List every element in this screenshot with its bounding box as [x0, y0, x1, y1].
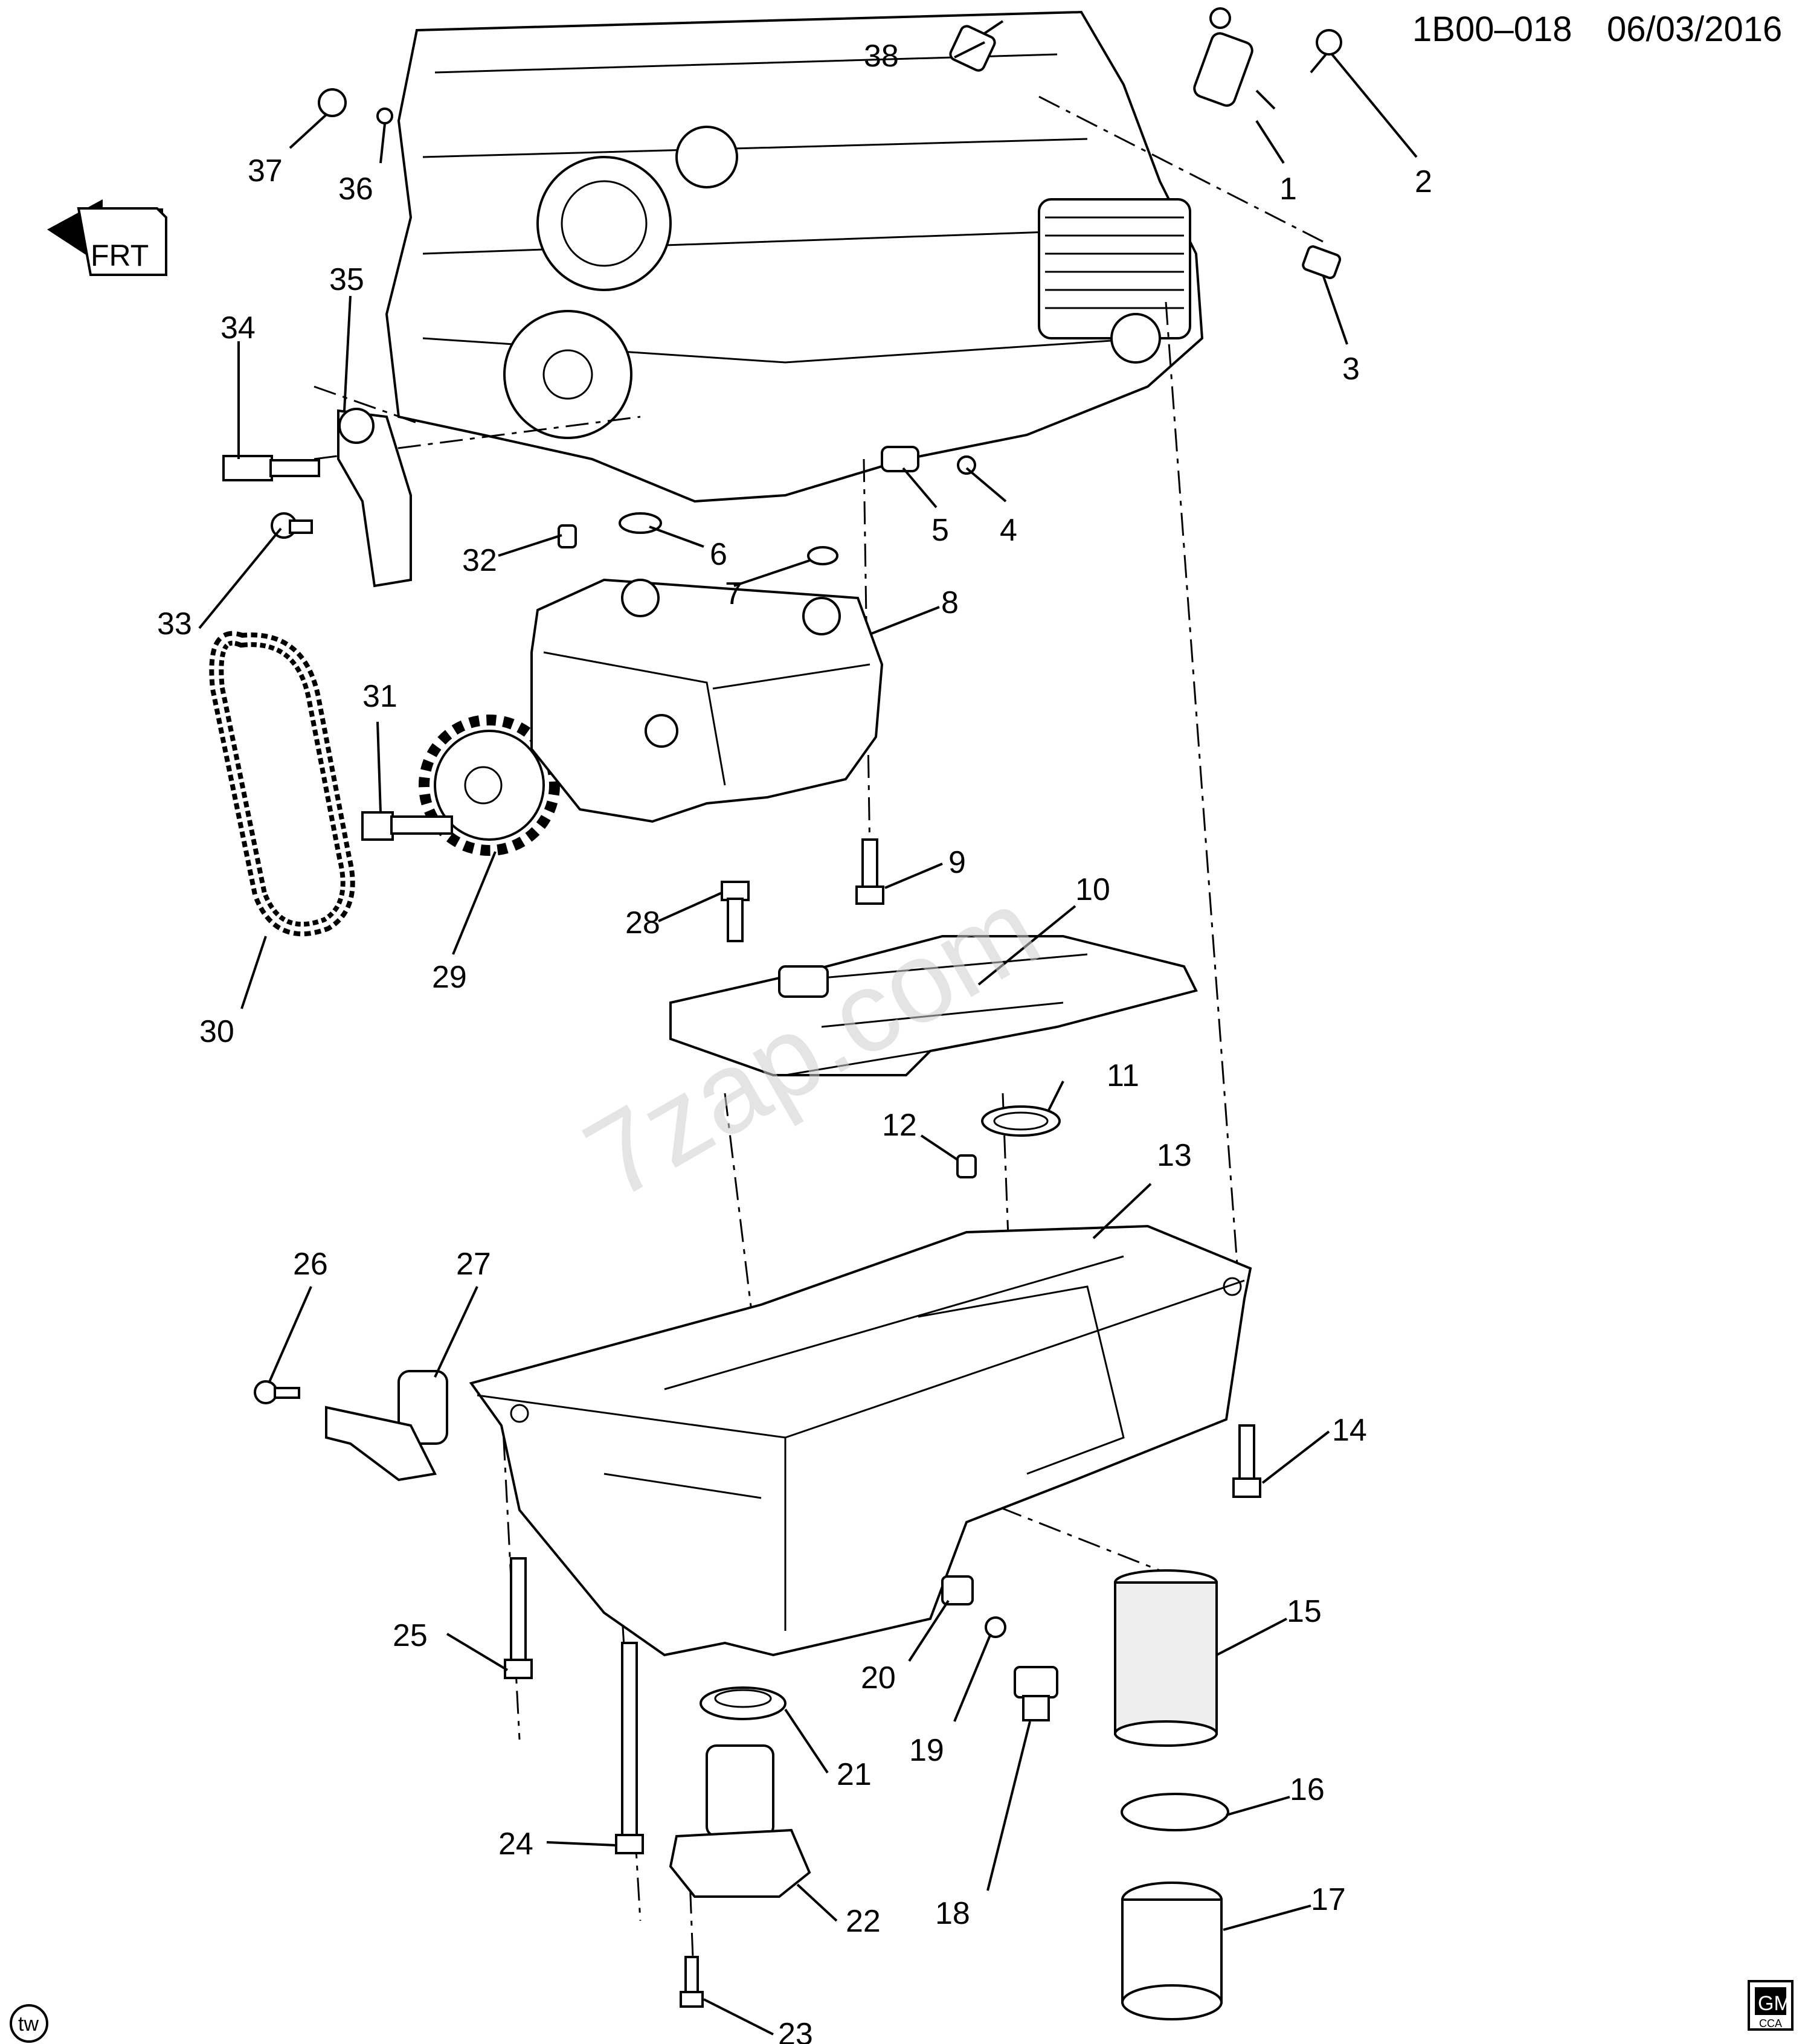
gm-logo-sub: CCA	[1759, 2017, 1782, 2030]
callout-23: 23	[778, 2017, 813, 2044]
callout-7: 7	[725, 576, 742, 611]
callout-8: 8	[941, 585, 959, 620]
part-16-o-ring	[1121, 1793, 1229, 1831]
callout-35: 35	[329, 262, 364, 297]
callout-34: 34	[220, 310, 256, 345]
callout-9: 9	[948, 845, 966, 880]
part-12-dowel	[956, 1154, 977, 1178]
callout-17: 17	[1311, 1882, 1346, 1917]
callout-18: 18	[935, 1896, 970, 1931]
callout-32: 32	[462, 543, 497, 578]
part-27-sensor	[325, 1370, 448, 1482]
callout-15: 15	[1287, 1594, 1322, 1629]
callout-14: 14	[1332, 1413, 1367, 1448]
part-7-seal	[807, 546, 838, 565]
part-34-bolt	[222, 455, 320, 481]
callout-28: 28	[625, 905, 660, 940]
part-30-timing-chain	[209, 631, 355, 937]
callout-36: 36	[338, 172, 373, 207]
part-35-chain-guide	[337, 408, 412, 588]
gm-logo-text: GM	[1758, 1992, 1791, 2015]
callout-labels: 1 2 3 4 5 6 7 8 9 10 11 12 13 14 15 16 1…	[157, 39, 1432, 2044]
callout-11: 11	[1107, 1058, 1139, 1093]
part-29-sprocket	[419, 715, 560, 856]
part-11-gasket	[981, 1105, 1061, 1137]
leader-lines	[198, 41, 1418, 2036]
part-21-seal	[700, 1686, 787, 1720]
part-8-oil-pump	[530, 578, 884, 823]
part-13-oil-pan	[469, 1224, 1252, 1657]
callout-2: 2	[1415, 164, 1432, 199]
part-24-bolt	[615, 1642, 644, 1854]
engine-block	[385, 10, 1204, 503]
part-15-oil-filter	[1114, 1569, 1218, 1747]
callout-24: 24	[498, 1827, 533, 1862]
part-18-drain-bolt	[1014, 1666, 1058, 1721]
callout-37: 37	[248, 153, 283, 188]
part-23-bolt	[680, 1956, 704, 2008]
part-3-sensor	[1302, 245, 1342, 280]
part-22-oil-pickup	[669, 1744, 811, 1898]
part-25-bolt	[504, 1557, 533, 1679]
callout-12: 12	[882, 1108, 917, 1143]
part-19-washer	[985, 1616, 1006, 1638]
gm-logo: GM CCA	[1748, 1980, 1794, 2031]
callout-20: 20	[861, 1660, 896, 1695]
callout-1: 1	[1279, 172, 1297, 207]
part-4-5-sensor	[881, 446, 976, 475]
part-10-baffle	[669, 935, 1198, 1076]
corner-mark-text: tw	[18, 2013, 39, 2036]
part-1-sensor	[1193, 7, 1276, 110]
diagram-date: 06/03/2016	[1607, 10, 1782, 49]
part-9-bolt	[855, 838, 884, 905]
callout-13: 13	[1157, 1138, 1192, 1173]
part-31-bolt	[361, 811, 453, 841]
callout-16: 16	[1290, 1772, 1325, 1807]
callout-31: 31	[362, 679, 397, 714]
corner-mark-icon: tw	[10, 2004, 48, 2043]
callout-22: 22	[846, 1904, 881, 1939]
part-2-bolt	[1310, 29, 1342, 74]
part-28-bolt	[721, 881, 750, 942]
part-20-plug	[941, 1575, 974, 1605]
callout-33: 33	[157, 606, 192, 641]
callout-19: 19	[909, 1733, 944, 1768]
part-14-bolt	[1232, 1424, 1261, 1498]
callout-5: 5	[931, 513, 949, 548]
callout-38: 38	[864, 39, 899, 74]
callout-27: 27	[456, 1247, 491, 1282]
diagram-id: 1B00–018	[1412, 10, 1572, 49]
part-17-filter-cap	[1121, 1882, 1223, 2020]
part-26-bolt	[254, 1380, 300, 1404]
callout-4: 4	[1000, 513, 1017, 548]
part-36-37-plugs	[318, 88, 393, 124]
callout-29: 29	[432, 960, 467, 995]
callout-25: 25	[393, 1618, 428, 1653]
callout-10: 10	[1075, 872, 1110, 907]
callout-3: 3	[1342, 352, 1360, 387]
front-label: FRT	[91, 239, 149, 272]
callout-26: 26	[293, 1247, 328, 1282]
callout-21: 21	[837, 1757, 872, 1792]
front-direction-icon: FRT	[47, 199, 167, 276]
callout-6: 6	[710, 537, 727, 572]
callout-30: 30	[199, 1014, 234, 1049]
